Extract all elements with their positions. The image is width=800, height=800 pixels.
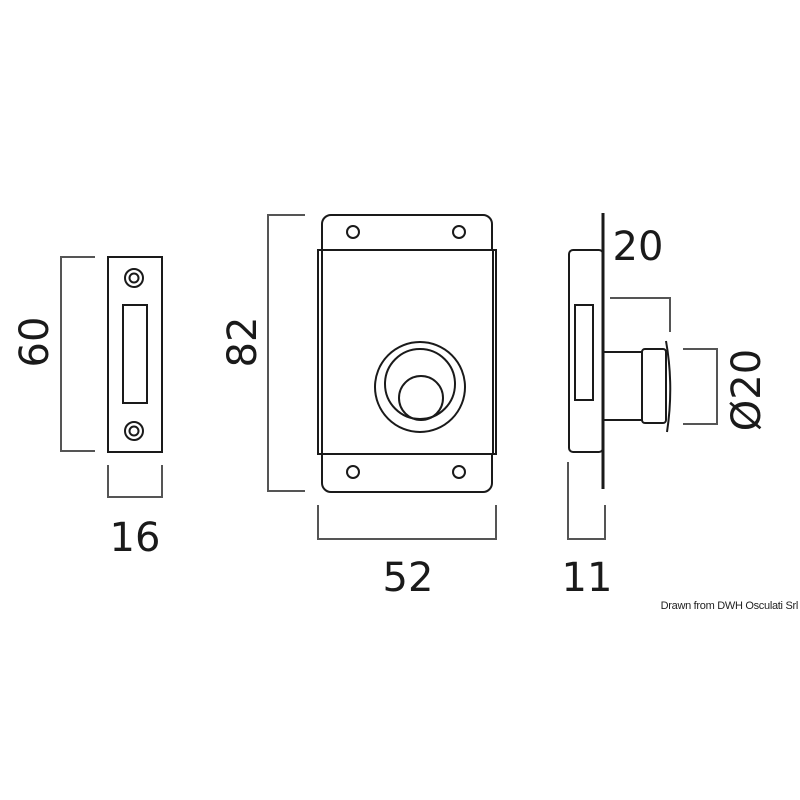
screw-hole [124, 268, 144, 288]
credit-text: Drawn from DWH Osculati Srl [660, 600, 799, 612]
front-dimensions [267, 214, 497, 540]
dim-label-16: 16 [110, 515, 161, 561]
dim-label-11: 11 [562, 555, 613, 601]
dim-line-width-16 [107, 465, 163, 498]
screw-hole [124, 421, 144, 441]
cylinder-housing [602, 351, 643, 421]
dim-label-52: 52 [383, 555, 434, 601]
strike-plate [107, 256, 163, 453]
strike-dimensions [60, 256, 163, 498]
mount-hole [452, 465, 466, 479]
lock-side-view [568, 213, 672, 489]
dim-label-projection-20: 20 [613, 224, 664, 270]
dim-label-60: 60 [12, 317, 58, 368]
dim-label-diameter-20: Ø20 [724, 349, 770, 431]
dim-line-depth-11 [567, 462, 606, 540]
dim-line-height-82 [267, 214, 305, 492]
dim-line-diameter-20 [683, 348, 718, 425]
cylinder-knob [398, 375, 444, 421]
lock-front-view [317, 214, 497, 493]
mount-hole [346, 465, 360, 479]
mount-hole [452, 225, 466, 239]
dim-line-height-60 [60, 256, 95, 452]
mount-hole [346, 225, 360, 239]
knob-cap [665, 340, 672, 433]
dim-label-82: 82 [220, 317, 266, 368]
side-bolt [574, 304, 594, 401]
cylinder-rosette [374, 341, 466, 433]
strike-plate-outline [107, 256, 163, 453]
knob-side [641, 348, 667, 424]
strike-plate-slot [122, 304, 148, 404]
dim-line-width-52 [317, 505, 497, 540]
side-dimensions [567, 297, 718, 540]
dim-line-projection-20 [610, 297, 671, 332]
